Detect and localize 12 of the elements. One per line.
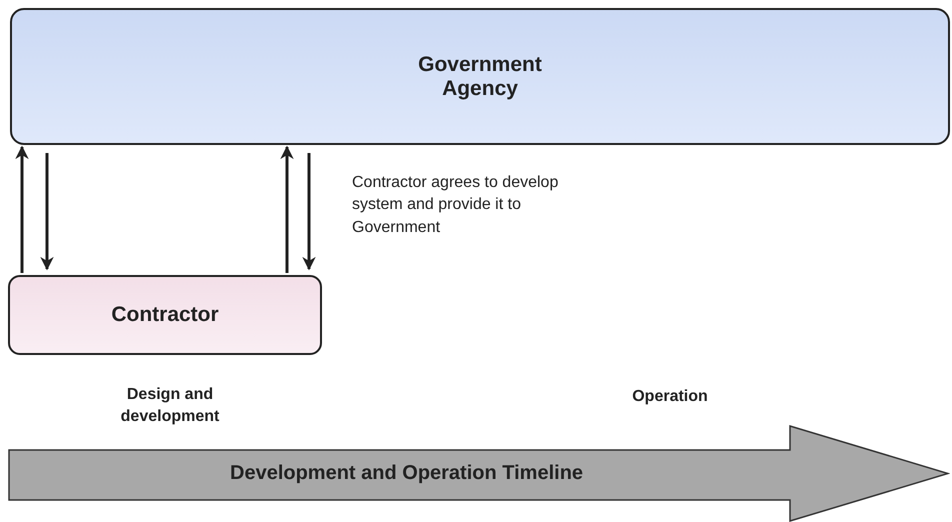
arrow bbox=[40, 153, 54, 270]
arrow bbox=[280, 146, 294, 273]
box-title: Contractor bbox=[111, 303, 219, 327]
arrow bbox=[302, 153, 316, 270]
phase-label: Operation bbox=[631, 387, 709, 407]
box-title: Government Agency bbox=[417, 52, 543, 100]
note-text: Contractor agrees to develop system and provide it to Government bbox=[352, 173, 560, 238]
contractor-box bbox=[8, 275, 322, 355]
timeline-label: Development and Operation Timeline bbox=[230, 462, 584, 485]
phase-label: Design and development bbox=[120, 385, 220, 428]
arrow bbox=[15, 146, 29, 273]
agency-box bbox=[10, 8, 950, 145]
